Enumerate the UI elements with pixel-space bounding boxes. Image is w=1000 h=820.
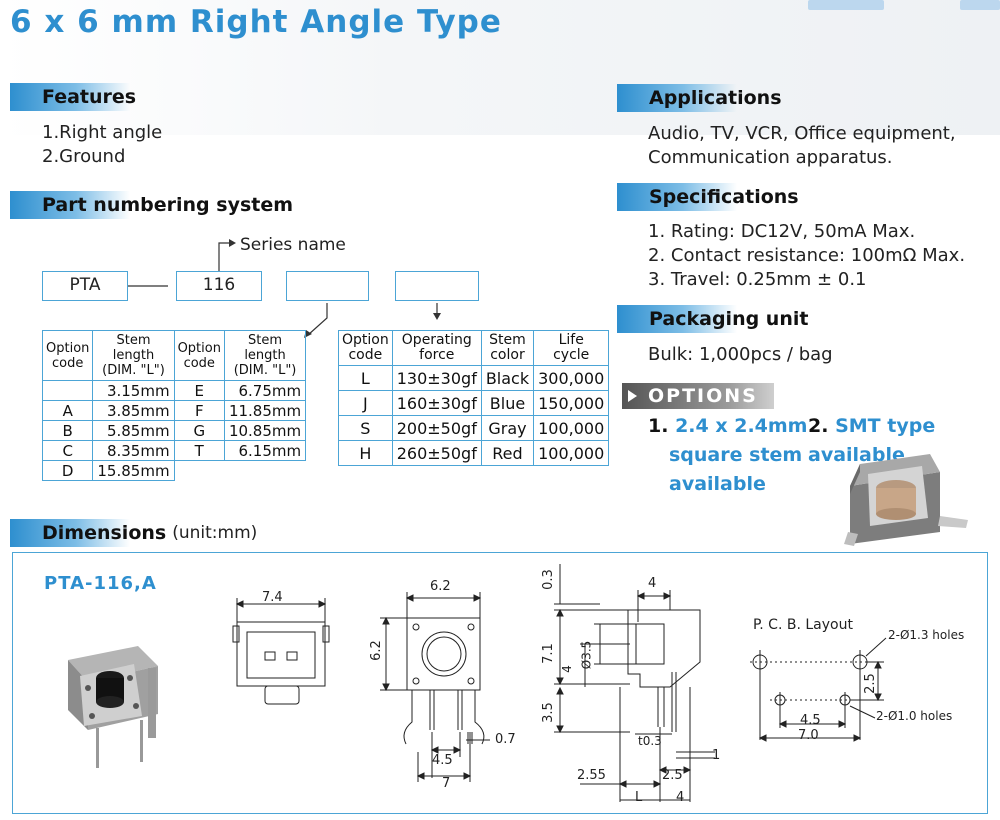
applications-heading: Applications	[617, 84, 917, 112]
applications-text: Audio, TV, VCR, Office equipment, Commun…	[648, 123, 956, 168]
switch-photo	[68, 646, 158, 768]
front-view-drawing	[232, 598, 330, 705]
part-box-force-option	[395, 271, 479, 301]
dimensions-panel	[12, 552, 988, 814]
page-title: 6 x 6 mm Right Angle Type	[10, 4, 502, 40]
dim-7: 7	[442, 776, 451, 791]
part-number-connectors	[128, 239, 441, 338]
header-band	[0, 0, 1000, 135]
dim-1: 1	[712, 748, 721, 763]
pcb-layout-drawing	[750, 637, 887, 742]
specifications-list: 1. Rating: DC12V, 50mA Max. 2. Contact r…	[648, 220, 965, 292]
dim-width-6-2: 6.2	[430, 579, 451, 594]
dim-3-5: 3.5	[540, 702, 556, 723]
part-box-series: PTA	[42, 271, 128, 301]
pcb-dim-7-0: 7.0	[798, 728, 819, 743]
chevron-right-icon	[628, 390, 637, 402]
pcb-dim-4-5: 4.5	[800, 713, 821, 728]
options-badge: OPTIONS	[622, 383, 774, 409]
dim-4-bottom: 4	[676, 790, 685, 805]
part-numbering-heading: Part numbering system	[10, 191, 330, 219]
packaging-text: Bulk: 1,000pcs / bag	[648, 344, 833, 365]
option-square-stem: 1. 2.4 x 2.4mm square stem available	[648, 415, 808, 495]
dim-4-5: 4.5	[432, 753, 453, 768]
top-view-drawing	[380, 592, 490, 782]
dimensions-heading: Dimensions (unit:mm)	[10, 519, 330, 547]
dim-0-7: 0.7	[495, 732, 516, 747]
dim-2-55: 2.55	[577, 768, 606, 783]
option-smt: 2. SMT type available	[808, 415, 936, 466]
part-box-stem-option	[286, 271, 369, 301]
dim-0-3: 0.3	[540, 569, 556, 590]
spec-item: 2. Contact resistance: 100mΩ Max.	[648, 245, 966, 266]
model-label: PTA-116,A	[44, 573, 157, 594]
dim-L: L	[635, 790, 643, 805]
dim-2-5: 2.5	[662, 768, 683, 783]
smt-switch-image	[844, 454, 968, 546]
dim-4-side: 4	[559, 665, 574, 673]
features-list: 1.Right angle 2.Ground	[42, 121, 162, 169]
specifications-heading: Specifications	[617, 183, 917, 211]
brand-logo-mark	[960, 0, 1000, 10]
table-header: Stem length(DIM. "L")	[223, 330, 307, 381]
dim-width-7-4: 7.4	[262, 590, 283, 605]
table-header: Stem length(DIM. "L")	[92, 330, 175, 381]
spec-item: 1. Rating: DC12V, 50mA Max.	[648, 221, 916, 242]
pcb-holes-1-0: 2-Ø1.0 holes	[876, 709, 953, 723]
pcb-holes-1-3: 2-Ø1.3 holes	[888, 628, 965, 642]
pcb-dim-2-5: 2.5	[862, 673, 878, 694]
brand-logo-strip	[808, 0, 884, 10]
dim-diameter-3-5: Ø3.5	[579, 640, 594, 670]
spec-item: 3. Travel: 0.25mm ± 0.1	[648, 269, 867, 290]
dim-thickness-0-3: t0.3	[638, 734, 662, 748]
dim-7-1: 7.1	[540, 643, 556, 664]
feature-item: 2.Ground	[42, 146, 126, 167]
packaging-heading: Packaging unit	[617, 305, 917, 333]
feature-item: 1.Right angle	[42, 122, 163, 143]
dim-height-6-2: 6.2	[368, 640, 384, 661]
series-name-label: Series name	[240, 235, 346, 255]
features-heading: Features	[10, 83, 310, 111]
side-view-drawing	[554, 564, 715, 802]
pcb-layout-title: P. C. B. Layout	[753, 617, 853, 633]
dim-4-top: 4	[648, 576, 657, 591]
part-box-model: 116	[176, 271, 262, 301]
